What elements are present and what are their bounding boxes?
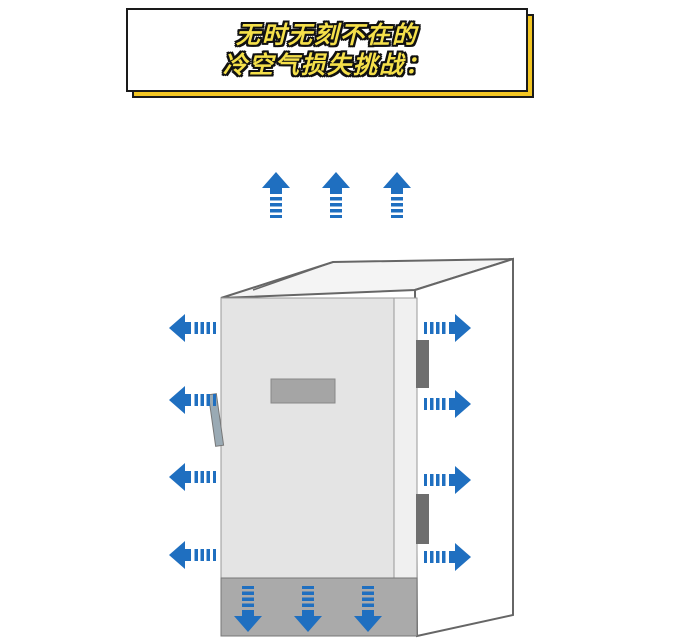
- cabinet-side-face: [413, 257, 514, 638]
- arrow-left-2: [169, 386, 216, 414]
- hinge-bottom: [416, 494, 429, 544]
- arrow-left-1: [169, 314, 216, 342]
- cabinet-front-door: [220, 297, 418, 579]
- title-box: 无时无刻不在的 冷空气损失挑战：: [126, 8, 528, 92]
- arrow-up-2: [322, 172, 350, 218]
- cabinet-door-edge: [393, 297, 418, 579]
- title-banner: 无时无刻不在的 冷空气损失挑战：: [126, 8, 536, 100]
- title-line-2: 冷空气损失挑战：: [223, 51, 431, 79]
- arrow-left-3: [169, 463, 216, 491]
- arrow-left-4: [169, 541, 216, 569]
- arrow-up-3: [383, 172, 411, 218]
- door-handle: [207, 393, 225, 447]
- arrow-up-1: [262, 172, 290, 218]
- cabinet-display-panel: [270, 378, 336, 404]
- title-line-1: 无时无刻不在的: [236, 21, 418, 49]
- hinge-top: [416, 340, 429, 388]
